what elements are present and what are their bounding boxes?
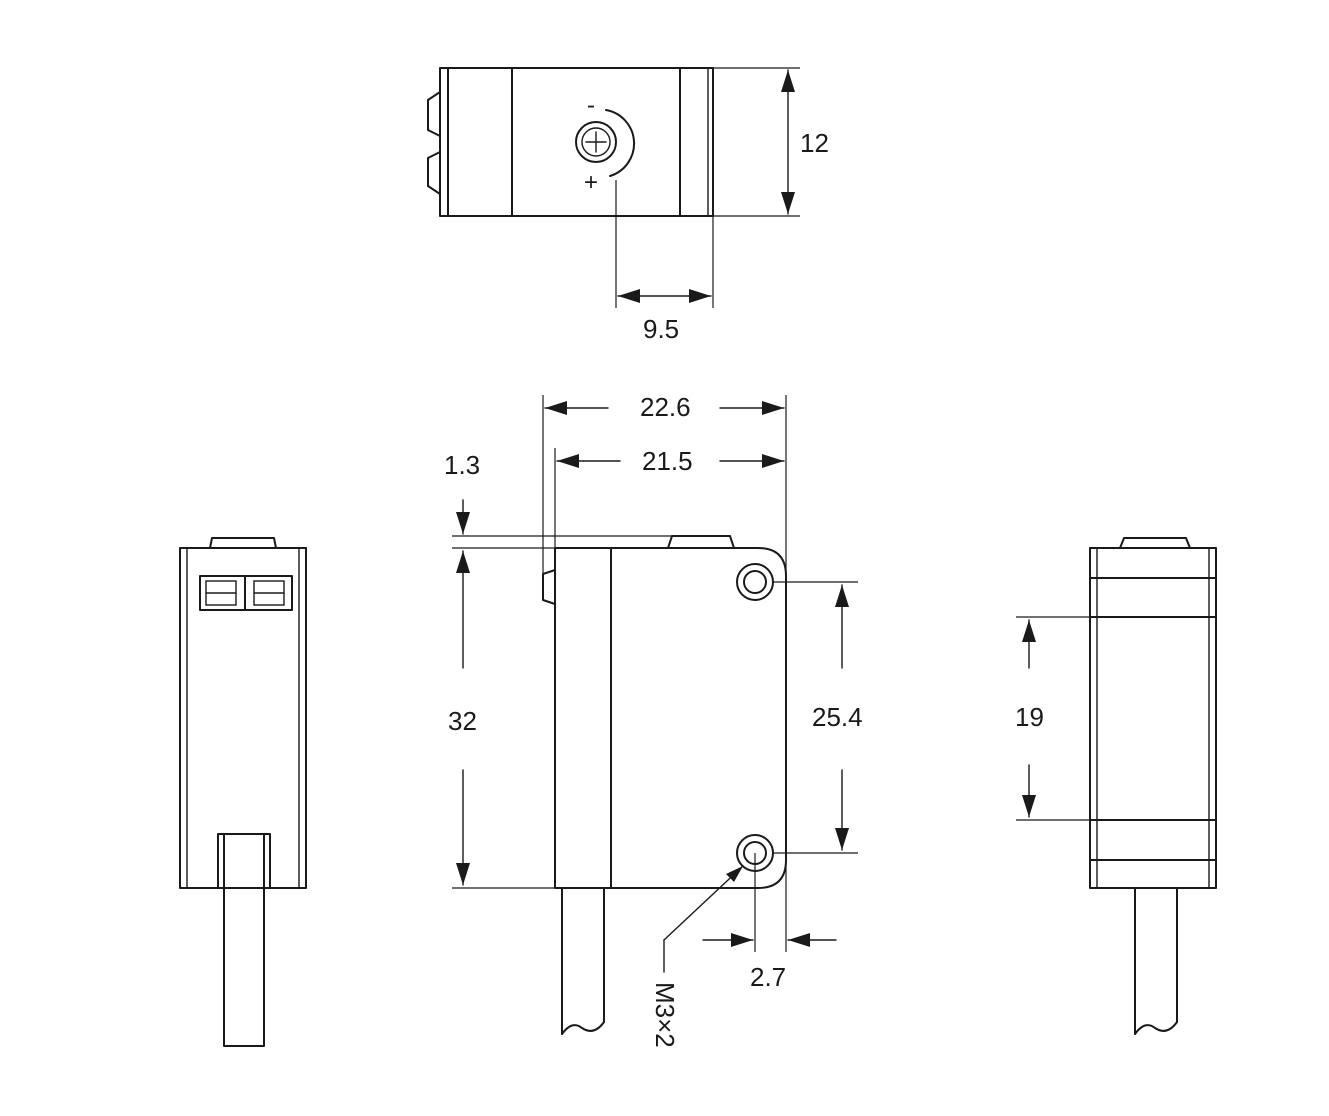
arrow-head [689, 289, 711, 303]
adjust-screw-inner-icon [581, 127, 611, 157]
front-view-cable [561, 887, 605, 1035]
left-view-cable-gland [217, 833, 271, 889]
front-view: 22.6 21.5 1.3 32 25.4 [444, 392, 863, 1048]
arrow-head [781, 192, 795, 214]
hole-spec-label: M3×2 [650, 982, 680, 1048]
right-view-lens-cap [1119, 537, 1191, 549]
arrow-head [835, 828, 849, 850]
mount-hole-top-inner-icon [743, 570, 767, 594]
top-view: - + 12 9.5 [427, 67, 829, 344]
arrow-head [456, 863, 470, 885]
left-view-lens-cap [209, 537, 277, 549]
arrow-head [788, 933, 810, 947]
dim-label-overall-width: 22.6 [640, 392, 691, 422]
left-view-cable [223, 833, 265, 1047]
dim-label-height: 32 [448, 706, 477, 736]
top-view-tab [427, 151, 441, 195]
right-view-cable [1134, 887, 1178, 1035]
right-view: 19 [1015, 537, 1217, 1035]
arrow-head [1022, 620, 1036, 642]
left-view-outline [179, 547, 307, 889]
front-view-cable-break [561, 1021, 605, 1035]
arrow-head [762, 454, 784, 468]
leader-line [663, 865, 744, 941]
front-view-side-tab [542, 569, 556, 605]
arrow-head [545, 401, 567, 415]
arrow-head [731, 933, 753, 947]
top-view-tab [427, 91, 441, 137]
right-view-cable-break [1134, 1021, 1178, 1035]
dim-label-height-top: 12 [800, 128, 829, 158]
adjust-arc-arrow-icon [605, 109, 636, 177]
arrow-head [456, 512, 470, 534]
arrow-head [1022, 795, 1036, 817]
arrow-head [835, 585, 849, 607]
adjust-plus-label: + [584, 169, 598, 196]
arrow-head [557, 454, 579, 468]
dim-label-hole-spacing: 25.4 [812, 702, 863, 732]
right-view-outline [1089, 547, 1217, 889]
arrow-head [456, 551, 470, 573]
dim-label-top-step: 1.3 [444, 450, 480, 480]
mount-hole-top-icon [736, 563, 774, 601]
front-view-lens-cap [667, 535, 735, 549]
adjust-screw-icon [575, 121, 617, 163]
dim-label-body-width: 21.5 [642, 446, 693, 476]
arrow-head [618, 289, 640, 303]
arrow-head [726, 866, 743, 882]
left-view [179, 537, 307, 1047]
dim-label-offset: 9.5 [643, 314, 679, 344]
arrow-head [762, 401, 784, 415]
adjust-minus-label: - [587, 92, 595, 119]
dim-label-hole-edge: 2.7 [750, 962, 786, 992]
dim-label-window-height: 19 [1015, 702, 1044, 732]
arrow-head [781, 70, 795, 92]
